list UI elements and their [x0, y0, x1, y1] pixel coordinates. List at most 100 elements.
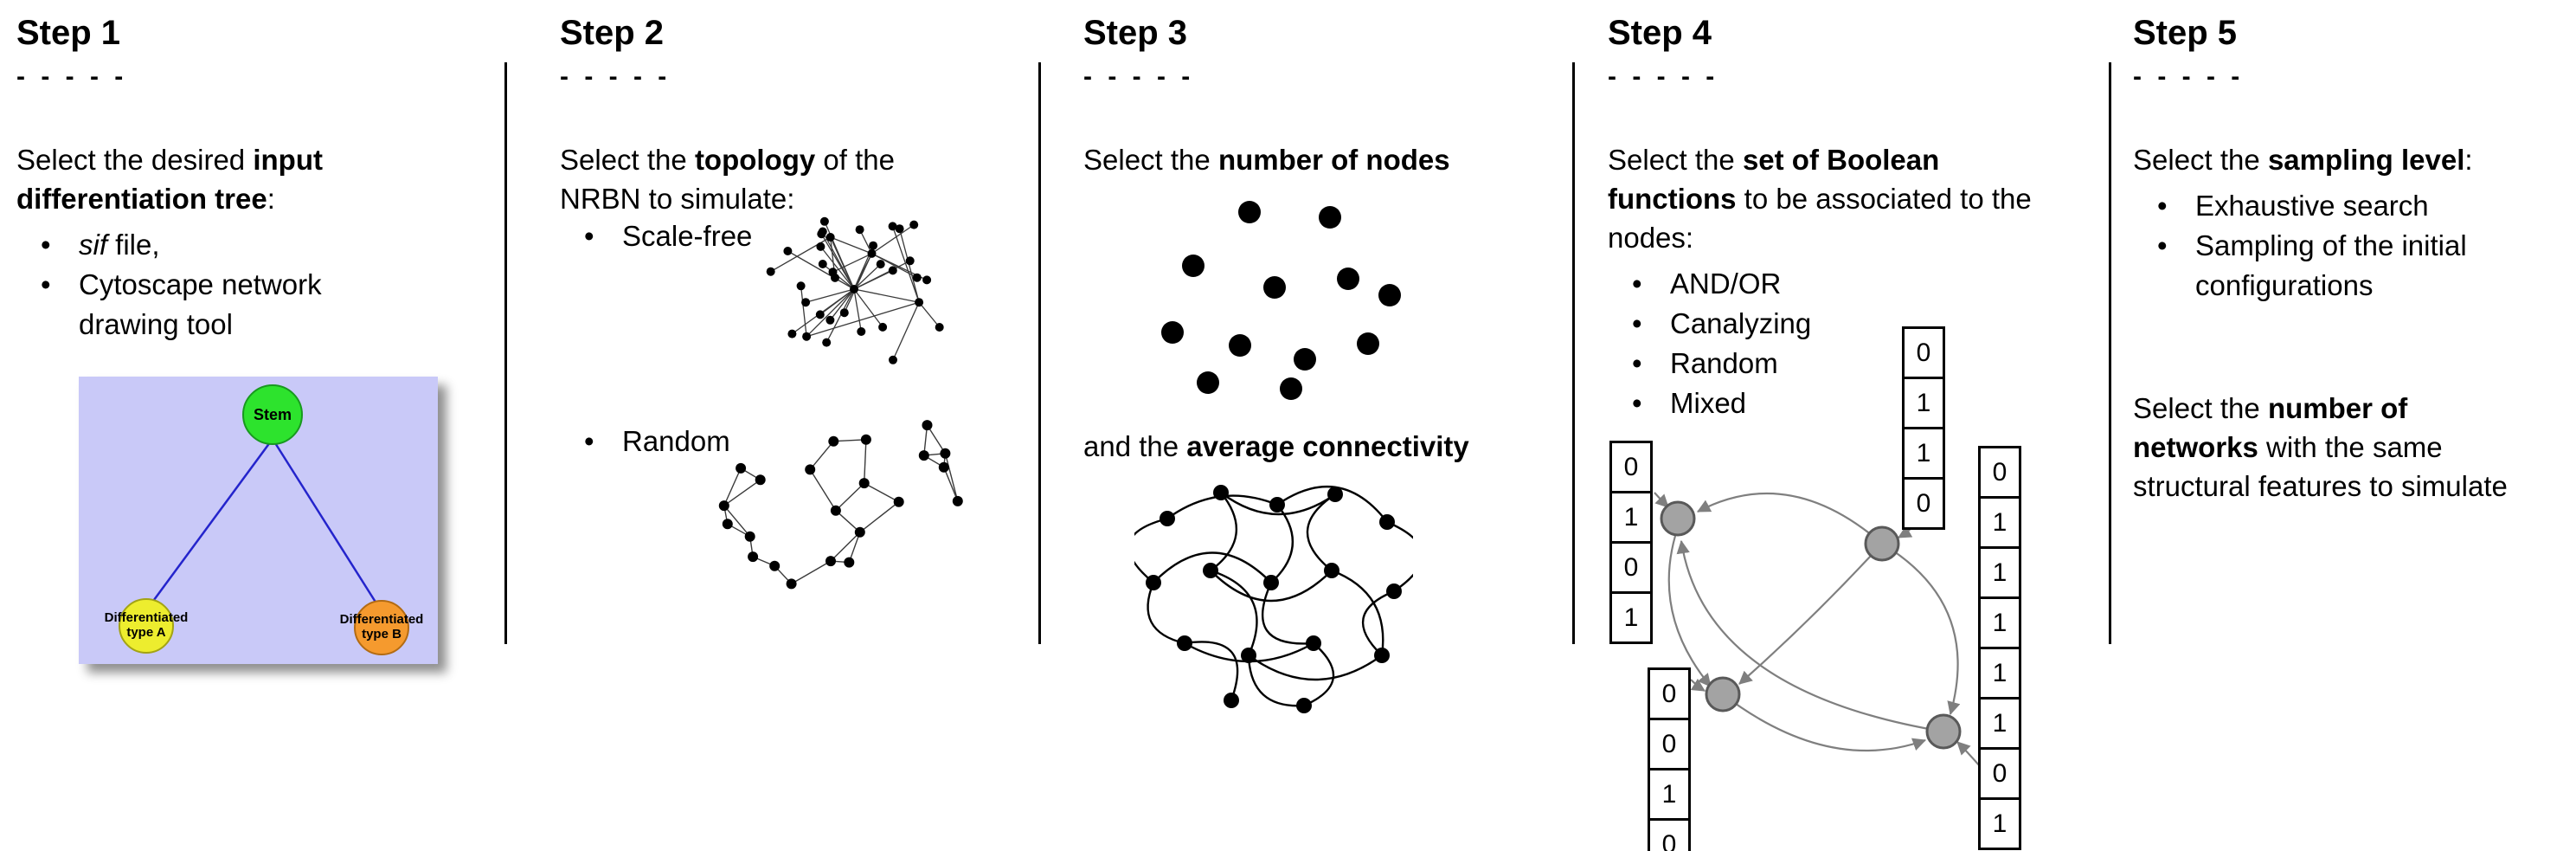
step-5-separator: - - - - - [2133, 62, 2245, 91]
step-1-title: Step 1 [16, 14, 121, 52]
truth-table-cell: 0 [1902, 477, 1945, 530]
step-1-bullet-list: sif file, Cytoscape network drawing tool [16, 225, 501, 345]
bullet-random: Random [560, 422, 730, 461]
column-divider-4 [2109, 62, 2111, 644]
step-1-column: Step 1 - - - - - Select the desired inpu… [16, 0, 501, 851]
networks-bold: number of [2267, 392, 2408, 424]
step-5-intro: Select the sampling level: [2133, 140, 2570, 179]
bullet-sif-file: sif file, [16, 225, 364, 265]
truth-table-cell: 1 [1609, 491, 1653, 544]
intro-bold: set of Boolean functions [1608, 144, 1940, 215]
truth-table-cell: 0 [1609, 441, 1653, 493]
stem-label: Stem [254, 406, 292, 423]
intro-text: Select the desired [16, 144, 254, 176]
truth-table-cell: 1 [1609, 591, 1653, 644]
scale-free-label: Scale-free [622, 220, 753, 252]
random-label: Random [622, 425, 730, 457]
stem-node [242, 384, 303, 445]
and-or-label: AND/OR [1670, 268, 1782, 300]
truth-table-cell: 1 [1978, 596, 2021, 649]
truth-table-left: 0 1 0 1 [1609, 441, 1653, 644]
nodes-dots-icon [1161, 201, 1401, 400]
type-b-label-line1: Differentiated [340, 612, 424, 627]
intro-text: of the NRBN to simulate: [560, 144, 895, 215]
step-4-intro: Select the set of Boolean functions to b… [1608, 140, 2040, 257]
intro-bold: topology [694, 144, 816, 176]
truth-table-bottom: 0 0 1 0 [1648, 667, 1691, 851]
edge-c-to-d [1722, 693, 1927, 752]
column-divider-1 [504, 62, 507, 644]
step-1-intro: Select the desired input differentiation… [16, 140, 397, 218]
step-2-column: Step 2 - - - - - Select the topology of … [560, 0, 1031, 851]
truth-table-cell: 1 [1978, 697, 2021, 750]
scale-free-network-graphic [711, 187, 988, 395]
type-a-node [119, 598, 174, 654]
type-b-node [354, 600, 409, 655]
intro-text: : [267, 183, 275, 215]
truth-table-cell: 0 [1648, 818, 1691, 851]
boolean-node-a [1660, 500, 1696, 537]
column-divider-2 [1038, 62, 1041, 644]
step-3-intro: Select the number of nodes [1083, 140, 1564, 179]
boolean-network-icon [1654, 492, 1981, 767]
step-3-separator: - - - - - [1083, 62, 1195, 91]
intro-bold: input differentiation tree [16, 144, 323, 215]
sif-rest: file, [107, 229, 160, 261]
step-4-title: Step 4 [1608, 14, 1712, 52]
truth-table-cell: 0 [1609, 541, 1653, 594]
intro-text: Select the [560, 144, 695, 176]
intro-text: and the [1083, 430, 1187, 462]
boolean-node-b [1864, 525, 1900, 562]
edge-bottomtable-to-c [1690, 678, 1706, 692]
edge-d-to-a [1676, 539, 1944, 733]
step-4-column: Step 4 - - - - - Select the set of Boole… [1608, 0, 2101, 851]
edge-b-to-a [1697, 492, 1883, 545]
intro-bold: average connectivity [1186, 430, 1469, 462]
step-4-separator: - - - - - [1608, 62, 1719, 91]
step-5-column: Step 5 - - - - - Select the sampling lev… [2133, 0, 2570, 851]
step-2-separator: - - - - - [560, 62, 671, 91]
random-network-icon [718, 420, 963, 590]
intro-text: Select the [2133, 144, 2268, 176]
truth-table-cell: 0 [1648, 718, 1691, 770]
type-b-label-line2: type B [362, 627, 401, 641]
edge-a-to-c [1667, 535, 1712, 687]
boolean-node-c [1705, 676, 1741, 712]
networks-text: Select the [2133, 392, 2268, 424]
edge-righttable-to-d [1956, 741, 1981, 767]
bullet-mixed: Mixed [1608, 384, 2101, 423]
column-divider-3 [1572, 62, 1575, 644]
intro-bold: sampling level [2267, 144, 2465, 176]
networks-bold: networks [2133, 431, 2258, 463]
intro-text: Select the [1083, 144, 1218, 176]
truth-table-top: 0 1 1 0 [1902, 326, 1945, 530]
step-1-separator: - - - - - [16, 62, 128, 91]
edge-b-to-c [1738, 543, 1883, 685]
truth-table-cell: 1 [1648, 768, 1691, 821]
sif-word: sif [79, 229, 107, 261]
truth-table-cell: 1 [1902, 427, 1945, 480]
nodes-dots-graphic [1160, 187, 1406, 408]
sampling-label: Sampling of the initial configurations [2195, 229, 2467, 301]
step-3-column: Step 3 - - - - - Select the number of no… [1083, 0, 1564, 851]
bullet-exhaustive: Exhaustive search [2133, 186, 2533, 226]
intro-text: to be associated to the nodes: [1608, 183, 2032, 254]
bullet-random-fn: Random [1608, 344, 2101, 384]
random-fn-label: Random [1670, 347, 1778, 379]
type-a-label-line2: type A [126, 625, 165, 640]
step-4-bullet-list: AND/OR Canalyzing Random Mixed [1608, 264, 2101, 423]
truth-table-cell: 0 [1978, 446, 2021, 499]
intro-text: Select the [1608, 144, 1743, 176]
truth-table-cell: 1 [1978, 797, 2021, 850]
truth-table-right: 0 1 1 1 1 1 0 1 [1978, 446, 2021, 850]
exhaustive-label: Exhaustive search [2195, 190, 2429, 222]
truth-table-cell: 0 [1648, 667, 1691, 720]
tree-edge-b [271, 438, 378, 604]
bullet-scale-free: Scale-free [560, 216, 752, 256]
step-5-title: Step 5 [2133, 14, 2238, 52]
